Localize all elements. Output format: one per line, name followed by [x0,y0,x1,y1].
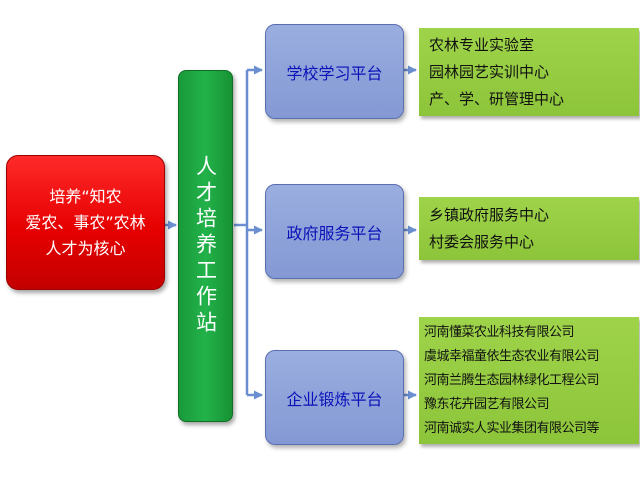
school-platform-box: 学校学习平台 [265,24,404,119]
list-item: 豫东花卉园艺有限公司 [424,396,550,412]
list-item: 乡镇政府服务中心 [429,205,550,224]
biz-platform-box: 企业锻炼平台 [265,350,404,445]
core-goal-line: 培养“知农 [49,186,122,206]
gov-platform-box: 政府服务平台 [265,184,404,279]
school-resources-list: 农林专业实验室 园林园艺实训中心 产、学、研管理中心 [419,28,639,116]
list-item: 村委会服务中心 [429,232,535,251]
list-item: 河南诚实人实业集团有限公司等 [424,420,600,436]
talent-station-box: 人才培养工作站 [178,70,233,422]
biz-resources-list: 河南懂菜农业科技有限公司 虞城幸福童依生态农业有限公司 河南兰腾生态园林绿化工程… [419,317,639,444]
list-item: 河南懂菜农业科技有限公司 [424,324,575,340]
core-goal-box: 培养“知农 爱农、事农”农林 人才为核心 [6,155,165,290]
core-goal-line: 人才为核心 [45,238,126,258]
talent-station-label: 人才培养工作站 [193,155,218,337]
list-item: 虞城幸福童依生态农业有限公司 [424,348,600,364]
list-item: 农林专业实验室 [429,35,535,54]
list-item: 河南兰腾生态园林绿化工程公司 [424,372,600,388]
list-item: 园林园艺实训中心 [429,62,550,81]
core-goal-line: 爱农、事农”农林 [25,212,146,232]
biz-platform-label: 企业锻炼平台 [286,389,383,409]
gov-resources-list: 乡镇政府服务中心 村委会服务中心 [419,197,639,260]
school-platform-label: 学校学习平台 [286,63,383,83]
gov-platform-label: 政府服务平台 [286,223,383,243]
list-item: 产、学、研管理中心 [429,89,565,108]
